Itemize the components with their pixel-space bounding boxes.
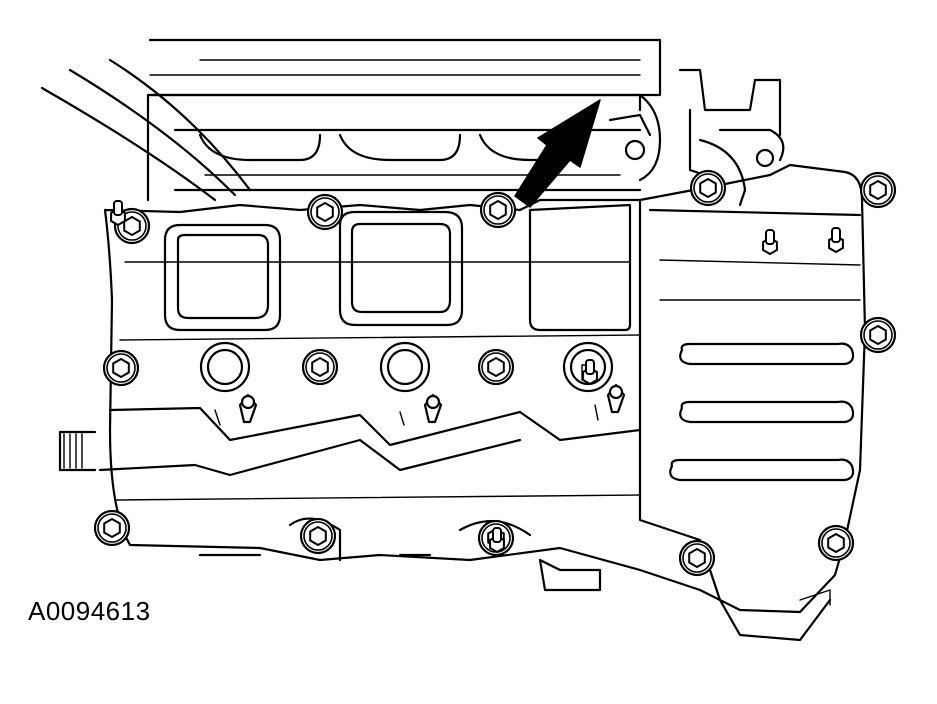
hex-bolt-icon: [817, 524, 855, 562]
hex-bolt-icon: [859, 316, 897, 354]
stud-group: [110, 200, 844, 554]
hex-bolt-icon: [477, 348, 515, 386]
hex-bolt-icon: [859, 171, 897, 209]
stud-icon: [762, 229, 778, 256]
background-components: [40, 38, 785, 207]
stud-icon: [582, 359, 598, 386]
figure-id-label: A0094613: [28, 596, 151, 626]
bolt-group: [93, 169, 897, 577]
injector-ports: [199, 341, 614, 393]
stud-icon: [110, 200, 126, 227]
hex-bolt-icon: [102, 349, 140, 387]
hex-bolt-icon: [479, 191, 517, 229]
hex-bolt-icon: [689, 169, 727, 207]
hex-bolt-icon: [301, 348, 339, 386]
arrow-icon: [514, 99, 601, 208]
hex-bolt-icon: [306, 193, 344, 231]
stud-icon: [489, 527, 505, 554]
stud-icon: [828, 227, 844, 254]
intake-ports: [163, 203, 632, 332]
hex-bolt-icon: [299, 517, 337, 555]
hex-bolt-icon: [93, 509, 131, 547]
hex-bolt-icon: [678, 539, 716, 577]
clip-tabs: [214, 383, 626, 426]
